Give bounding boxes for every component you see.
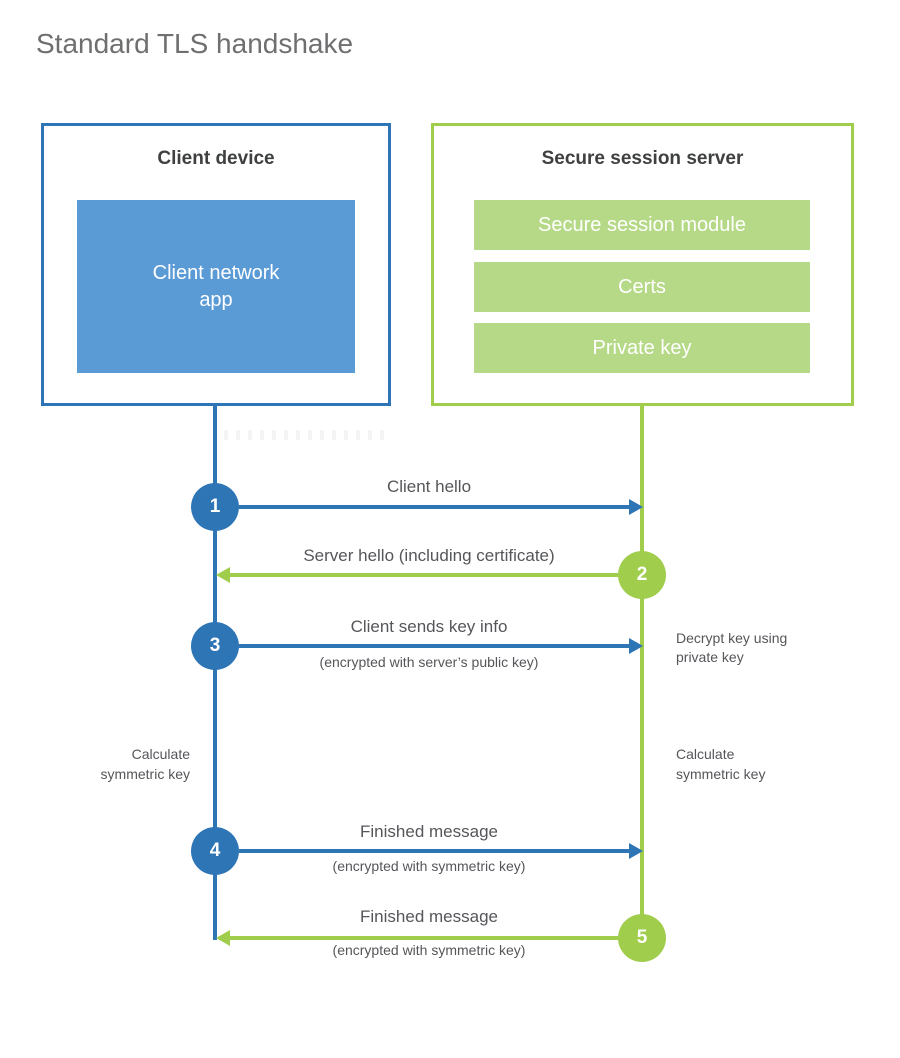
arrow-4-finished-message <box>239 849 629 853</box>
arrow-right-icon <box>629 843 643 859</box>
page-title: Standard TLS handshake <box>36 28 354 59</box>
step-circle-2: 2 <box>618 551 666 599</box>
server-module-secure-session: Secure session module <box>474 200 810 250</box>
message-3-sublabel: (encrypted with server’s public key) <box>319 654 539 670</box>
message-1-label: Client hello <box>386 477 472 496</box>
server-module-certs: Certs <box>474 262 810 312</box>
step-circle-1: 1 <box>191 483 239 531</box>
client-box-title: Client device <box>157 148 275 169</box>
message-5-label: Finished message <box>360 907 498 926</box>
message-3-label: Client sends key info <box>350 617 508 636</box>
calculate-symmetric-key-note-server: Calculate symmetric key <box>676 746 766 782</box>
step-circle-3: 3 <box>191 622 239 670</box>
arrow-left-icon <box>216 567 230 583</box>
message-4-label: Finished message <box>360 822 498 841</box>
message-4-sublabel: (encrypted with symmetric key) <box>332 858 526 874</box>
server-box-title: Secure session server <box>541 148 744 169</box>
faint-dashes-artifact <box>224 430 388 440</box>
step-circle-4: 4 <box>191 827 239 875</box>
step-circle-5: 5 <box>618 914 666 962</box>
arrow-1-client-hello <box>239 505 629 509</box>
client-lifeline <box>213 406 217 940</box>
arrow-right-icon <box>629 638 643 654</box>
arrow-right-icon <box>629 499 643 515</box>
arrow-3-client-key-info <box>239 644 629 648</box>
calculate-symmetric-key-note-client: Calculate symmetric key <box>100 746 190 782</box>
server-module-private-key: Private key <box>474 323 810 373</box>
arrow-left-icon <box>216 930 230 946</box>
message-5-sublabel: (encrypted with symmetric key) <box>332 942 526 958</box>
arrow-5-finished-message <box>230 936 618 940</box>
secure-session-server-box: Secure session server Secure session mod… <box>431 123 854 406</box>
decrypt-key-note: Decrypt key using private key <box>676 630 788 665</box>
client-network-app-box: Client network app <box>77 200 355 373</box>
message-2-label: Server hello (including certificate) <box>303 546 555 565</box>
arrow-2-server-hello <box>230 573 618 577</box>
server-lifeline <box>640 406 644 938</box>
client-device-box: Client device Client network app <box>41 123 391 406</box>
